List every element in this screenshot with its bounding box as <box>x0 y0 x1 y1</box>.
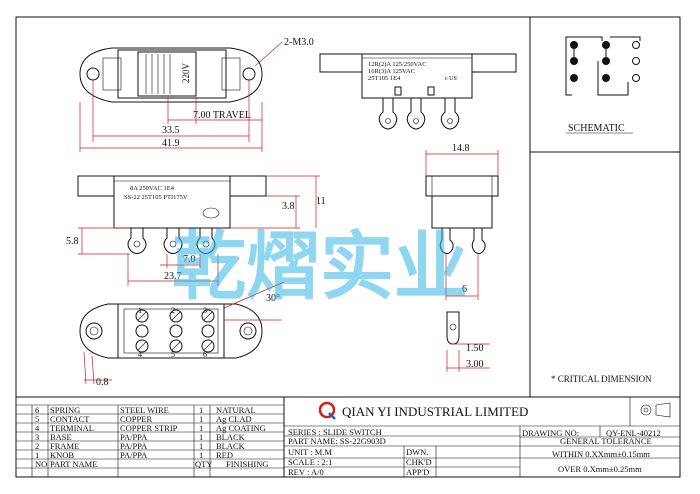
bom-material-6: STEEL WIRE <box>120 405 169 415</box>
drawn-by-label: DWN. <box>406 447 428 457</box>
bom-material-3: PA/PPA <box>120 432 148 442</box>
bom-finish-6: NATURAL <box>216 405 256 415</box>
side-marking-line-3: 25T105 1E4 <box>368 75 401 82</box>
bom-no-2: 2 <box>35 441 39 451</box>
bom-finish-2: BLACK <box>216 441 246 451</box>
travel-dimension: 7.00 TRAVEL <box>193 110 251 121</box>
checked-by-label: CHK'D <box>406 457 432 467</box>
bom-header-qty: QTY <box>195 459 212 469</box>
ul-mark: c US <box>445 76 457 82</box>
overall-length-dimension: 41.9 <box>162 138 180 149</box>
bom-no-1: 1 <box>35 450 39 460</box>
projection-symbol-icon <box>640 402 671 418</box>
schematic: SCHEMATIC <box>565 36 641 134</box>
bom-qty-4: 1 <box>199 423 203 433</box>
pin-2-label: 2 <box>171 306 175 315</box>
bom-material-4: COPPER STRIP <box>120 423 178 433</box>
pin-5-label: 5 <box>171 350 175 359</box>
bom-part-5: CONTACT <box>50 414 90 424</box>
voltage-label: 220V <box>181 63 191 84</box>
part-name-field: PART NAME: SS-22G903D <box>288 436 386 446</box>
bom-no-5: 5 <box>35 414 39 424</box>
bom-no-4: 4 <box>35 423 40 433</box>
bom-qty-3: 1 <box>199 432 203 442</box>
bom-part-4: TERMINAL <box>50 423 94 433</box>
body-marking-line-1: 8A 250VAC 1E4 <box>130 185 175 192</box>
hole-spacing-dimension: 33.5 <box>162 125 180 136</box>
bom-part-3: BASE <box>50 432 72 442</box>
pin-1-label: 1 <box>138 306 142 315</box>
height-dimension: 11 <box>316 196 326 207</box>
company-logo <box>318 401 336 419</box>
critical-dimension-note: * CRITICAL DIMENSION <box>551 374 652 384</box>
terminal-detail <box>446 311 460 345</box>
bom-qty-6: 1 <box>199 405 203 415</box>
bom-material-1: PA/PPA <box>120 450 148 460</box>
drawing-number-label: DRAWING NO: <box>522 428 579 438</box>
series-field: SERIES : SLIDE SWITCH <box>288 427 382 437</box>
height-dimension-small: 3.8 <box>282 201 295 212</box>
terminal-span-dimension: 23.7 <box>164 271 182 282</box>
bom-no-6: 6 <box>35 405 39 415</box>
bom-qty-2: 1 <box>199 441 203 451</box>
approved-by-label: APP'D <box>406 467 429 477</box>
watermark: 乾熠实业 <box>172 224 468 310</box>
top-view: 220V <box>79 47 263 103</box>
bom-finish-4: Ag COATING <box>216 423 266 433</box>
bom-material-2: PA/PPA <box>120 441 148 451</box>
tolerance-within: WITHIN 0.XXmm±0.15mm <box>552 449 650 459</box>
end-view <box>425 175 499 255</box>
drawing-number: QY-ENL-40212 <box>606 428 661 438</box>
terminal-pitch-dimension: 6 <box>462 284 467 295</box>
bom-part-1: KNOB <box>50 450 74 460</box>
angle-dimension: 30° <box>266 293 280 304</box>
bom-no-3: 3 <box>35 432 39 442</box>
bom-finish-1: RED <box>216 450 233 460</box>
pin-6-label: 6 <box>203 350 207 359</box>
bom-header-no: NO <box>35 459 47 469</box>
hole-callout: 2-M3.0 <box>284 37 314 48</box>
schematic-label: SCHEMATIC <box>568 123 625 134</box>
terminal-width-dimension: 3.00 <box>466 359 484 370</box>
bom-finish-5: Ag CLAD <box>216 414 252 424</box>
bom-header-part: PART NAME <box>50 459 97 469</box>
pin-3-label: 3 <box>203 306 207 315</box>
revision-field: REV : A/0 <box>288 467 324 477</box>
general-tolerance-label: GENERAL TOLERANCE <box>560 436 652 446</box>
bom-qty-1: 1 <box>199 450 203 460</box>
unit-field: UNIT : M.M <box>288 447 332 457</box>
bom-qty-5: 1 <box>199 414 203 424</box>
terminal-length-dimension: 5.8 <box>66 236 79 247</box>
title-block: 6 SPRING STEEL WIRE 1 NATURAL 5 CONTACT … <box>16 396 680 477</box>
front-view: 8A 250VAC 1E4 SS-22 25T105 PTI175V <box>77 175 267 254</box>
side-marking-line-1: 12R(2)A 125/250VAC <box>368 61 427 68</box>
bom-part-6: SPRING <box>50 405 80 415</box>
body-marking-line-2: SS-22 25T105 PTI175V <box>124 194 188 201</box>
bottom-view: 1 2 3 4 5 6 <box>79 303 263 359</box>
wall-dimension: 0.8 <box>96 377 109 388</box>
terminal-thickness-dimension: 1.50 <box>466 343 484 354</box>
bom-material-5: COPPER <box>120 414 152 424</box>
scale-field: SCALE : 2:1 <box>288 457 332 467</box>
tolerance-over: OVER 0.Xmm±0.25mm <box>558 464 642 474</box>
bom-header-finish: FINISHING <box>226 459 269 469</box>
pitch-dimension: 7.0 <box>183 254 196 265</box>
bom-finish-3: BLACK <box>216 432 246 442</box>
pin-4-label: 4 <box>138 350 142 359</box>
drawing-frame <box>15 16 681 478</box>
side-marking-line-2: 16R(3)A 125VAC <box>368 68 415 75</box>
bom-part-2: FRAME <box>50 441 79 451</box>
side-view: 12R(2)A 125/250VAC 16R(3)A 125VAC 25T105… <box>319 53 517 130</box>
company-name: QIAN YI INDUSTRIAL LIMITED <box>342 404 528 419</box>
width-dimension: 14.8 <box>452 143 470 154</box>
